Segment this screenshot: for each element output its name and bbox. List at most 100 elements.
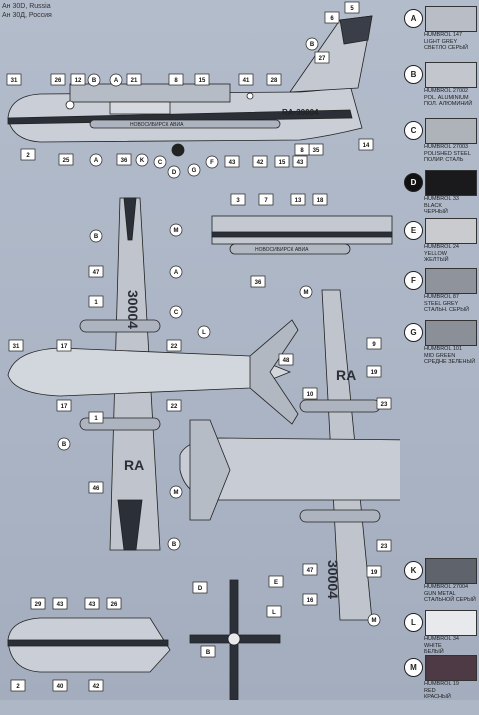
callout-label: 36 <box>255 280 262 286</box>
colour-swatch <box>425 610 477 636</box>
callout-marker <box>169 223 183 237</box>
callout-marker <box>305 37 319 51</box>
legend-text: HUMBROL 27004 GUN METAL СТАЛЬНОЙ СЕРЫЙ <box>424 584 476 603</box>
callout-box <box>324 11 340 24</box>
callout-label: E <box>274 580 278 586</box>
callout-box <box>302 387 318 400</box>
callout-label: B <box>62 442 67 448</box>
drawings: RA-30004 НОВОСИБИРСК АВИА НОВОСИБИРСК АВ… <box>6 1 400 700</box>
callout-label: L <box>202 330 206 336</box>
callout-label: 22 <box>171 344 178 350</box>
callout-box <box>224 155 240 168</box>
callout-box <box>266 73 282 86</box>
legend-letter: G <box>404 323 423 342</box>
legend-text: HUMBROL 87 STEEL GREY СТАЛЬН. СЕРЫЙ <box>424 294 470 313</box>
callout-box <box>266 605 282 618</box>
callout-label: 23 <box>381 544 388 550</box>
callout-label: D <box>198 586 203 592</box>
callout-box <box>194 73 210 86</box>
callout-box <box>250 275 266 288</box>
callout-marker <box>167 537 181 551</box>
callout-label: 26 <box>55 78 62 84</box>
callout-label: 7 <box>264 198 268 204</box>
callout-box <box>312 193 328 206</box>
callout-box <box>258 193 274 206</box>
callout-box <box>116 153 132 166</box>
callout-label: 47 <box>307 568 314 574</box>
callout-label: 41 <box>243 78 250 84</box>
callout-marker <box>169 485 183 499</box>
callout-label: 42 <box>257 160 264 166</box>
callout-box <box>290 193 306 206</box>
legend-letter: L <box>404 613 423 632</box>
callout-label: 21 <box>131 78 138 84</box>
legend-letter: M <box>404 658 423 677</box>
callout-label: C <box>158 160 163 166</box>
legend-letter: B <box>404 65 423 84</box>
callout-box <box>292 155 308 168</box>
plan-tail-code: RA <box>124 457 144 473</box>
callout-label: B <box>172 542 177 548</box>
callout-label: 42 <box>93 684 100 690</box>
callout-label: M <box>372 618 377 624</box>
callout-label: 8 <box>300 148 304 154</box>
callout-box <box>314 51 330 64</box>
callout-label: 8 <box>174 78 178 84</box>
legend-text: HUMBROL 27002 POL. ALUMINIUM ПОЛ. АЛЮМИН… <box>424 88 473 107</box>
callout-box <box>268 575 284 588</box>
callout-marker <box>187 163 201 177</box>
legend-text: HUMBROL 101 MID GREEN СРЕДНЕ ЗЕЛЕНЫЙ <box>424 346 476 365</box>
legend-letter: F <box>404 271 423 290</box>
callout-box <box>230 193 246 206</box>
callout-marker <box>89 229 103 243</box>
legend-letter: D <box>404 173 423 192</box>
top-detail-view <box>211 215 393 255</box>
callout-label: M <box>174 490 179 496</box>
callout-label: 36 <box>121 158 128 164</box>
callout-box <box>88 265 104 278</box>
callout-label: 3 <box>236 198 240 204</box>
callout-marker <box>57 437 71 451</box>
colour-swatch <box>425 170 477 196</box>
underside-tail-number: 30004 <box>325 560 341 599</box>
callout-box <box>10 679 26 692</box>
callout-marker <box>205 155 219 169</box>
detail-fuselage-text: НОВОСИБИРСК АВИА <box>255 247 309 253</box>
callout-box <box>50 73 66 86</box>
callout-label: 23 <box>381 402 388 408</box>
legend-letter: K <box>404 561 423 580</box>
callout-label: 43 <box>89 602 96 608</box>
colour-swatch <box>425 218 477 244</box>
callout-label: A <box>174 270 179 276</box>
callout-label: L <box>272 610 276 616</box>
callout-marker <box>89 153 103 167</box>
instruction-sheet: Ан 30D, Russia Ан 30Д, Россия RA-30004 Н… <box>0 0 479 700</box>
callout-box <box>302 593 318 606</box>
callout-box <box>70 73 86 86</box>
callout-label: 15 <box>199 78 206 84</box>
colour-swatch <box>425 268 477 294</box>
callout-label: A <box>114 78 119 84</box>
callout-marker <box>153 155 167 169</box>
callout-box <box>200 645 216 658</box>
callout-label: 1 <box>94 416 98 422</box>
callout-label: 31 <box>11 78 18 84</box>
callout-box <box>52 597 68 610</box>
callout-box <box>252 155 268 168</box>
side-registration: RA-30004 <box>282 108 319 117</box>
underside-view <box>179 289 400 621</box>
callout-box <box>20 148 36 161</box>
callout-label: 29 <box>35 602 42 608</box>
callout-label: 12 <box>75 78 82 84</box>
header-line-1: Ан 30D, Russia <box>2 3 51 10</box>
callout-label: 13 <box>295 198 302 204</box>
legend-text: HUMBROL 147 LIGHT GREY СВЕТЛО СЕРЫЙ <box>424 32 469 51</box>
colour-swatch <box>425 6 477 32</box>
callout-label: M <box>174 228 179 234</box>
legend-text: HUMBROL 27003 POLISHED STEEL ПОЛИР. СТАЛ… <box>424 144 471 163</box>
callout-label: 48 <box>283 358 290 364</box>
callout-label: 15 <box>279 160 286 166</box>
